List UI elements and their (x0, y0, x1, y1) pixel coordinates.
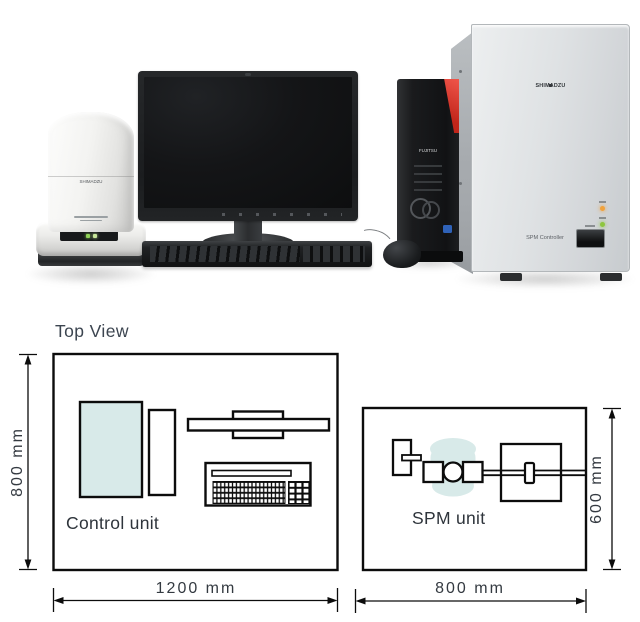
spm-unit-label: SPM unit (412, 508, 485, 528)
monitor-logo-mark (245, 72, 251, 76)
dimension-800mm-left (19, 353, 37, 571)
control-unit-label: Control unit (66, 513, 159, 533)
dimension-800mm-right (354, 589, 587, 613)
rail-block-right (461, 460, 484, 484)
fujitsu-infinity-icon (410, 195, 446, 221)
mouse-photo (383, 240, 421, 268)
shimadzu-logo-icon (549, 84, 552, 87)
monitor-buttons (222, 213, 342, 216)
rail-block-left (422, 460, 445, 484)
monitor-topview (186, 417, 331, 432)
bracket-handle-topview (401, 454, 422, 462)
spm-brand-text: SHIMADZU (79, 179, 103, 185)
monitor-screen (144, 77, 352, 208)
pc-stand (393, 251, 463, 262)
pc-red-accent (444, 79, 459, 133)
spm-indicator-panel (60, 230, 118, 241)
pc-topview (147, 408, 177, 497)
controller-model-label: SPM Controller (526, 234, 564, 241)
spm-unit-photo: SHIMADZU (28, 108, 154, 290)
dim-label-800mm-left: 800 mm (9, 427, 26, 497)
dimension-600mm (603, 407, 621, 571)
monitor-stand-neck (234, 218, 262, 244)
keyboard-keys-topview (212, 481, 286, 504)
intel-badge-icon (443, 225, 452, 233)
dim-label-1200mm: 1200 mm (156, 580, 237, 597)
spm-unit-shadow (28, 264, 154, 284)
controller-brand-logo: SHIMADZU (503, 82, 597, 89)
controller-topview (78, 400, 144, 499)
controller-front-panel: SHIMADZU SPM Controller (471, 24, 630, 281)
pc-front-ports (414, 165, 442, 193)
dim-label-800mm-right: 800 mm (435, 580, 505, 597)
controller-power-switch (576, 225, 605, 248)
rail-slider (523, 461, 536, 485)
pc-tower-photo: FUJITSU (389, 79, 469, 269)
top-view-title: Top View (55, 321, 129, 341)
spm-tower-body (48, 112, 134, 232)
keyboard-funcrow-topview (211, 469, 292, 477)
controller-foot (500, 273, 522, 281)
led-orange (600, 206, 605, 211)
control-unit-diagram (52, 352, 339, 572)
monitor-photo (138, 71, 358, 271)
keyboard-numpad-topview (288, 481, 310, 504)
sample-stage-circle (442, 461, 464, 483)
monitor-bezel (138, 71, 358, 221)
dimension-1200mm (52, 588, 339, 612)
controller-brand-text: SHIMADZU (535, 82, 566, 89)
spm-controller-photo: SHIMADZU SPM Controller (451, 20, 633, 288)
keyboard-photo (142, 241, 372, 267)
spm-unit-diagram (361, 406, 588, 572)
controller-foot (600, 273, 622, 281)
product-photo: SHIMADZU SPM Controller FUJITSU (0, 0, 640, 310)
top-view-diagram: Top View Control unit 800 mm (9, 321, 621, 613)
pc-brand-text: FUJITSU (418, 148, 438, 154)
dim-label-600mm: 600 mm (588, 454, 605, 524)
led-green (600, 222, 605, 227)
spm-tower-seam (48, 176, 134, 177)
controller-status-leds (599, 201, 607, 245)
spm-model-label-lines (48, 216, 134, 222)
